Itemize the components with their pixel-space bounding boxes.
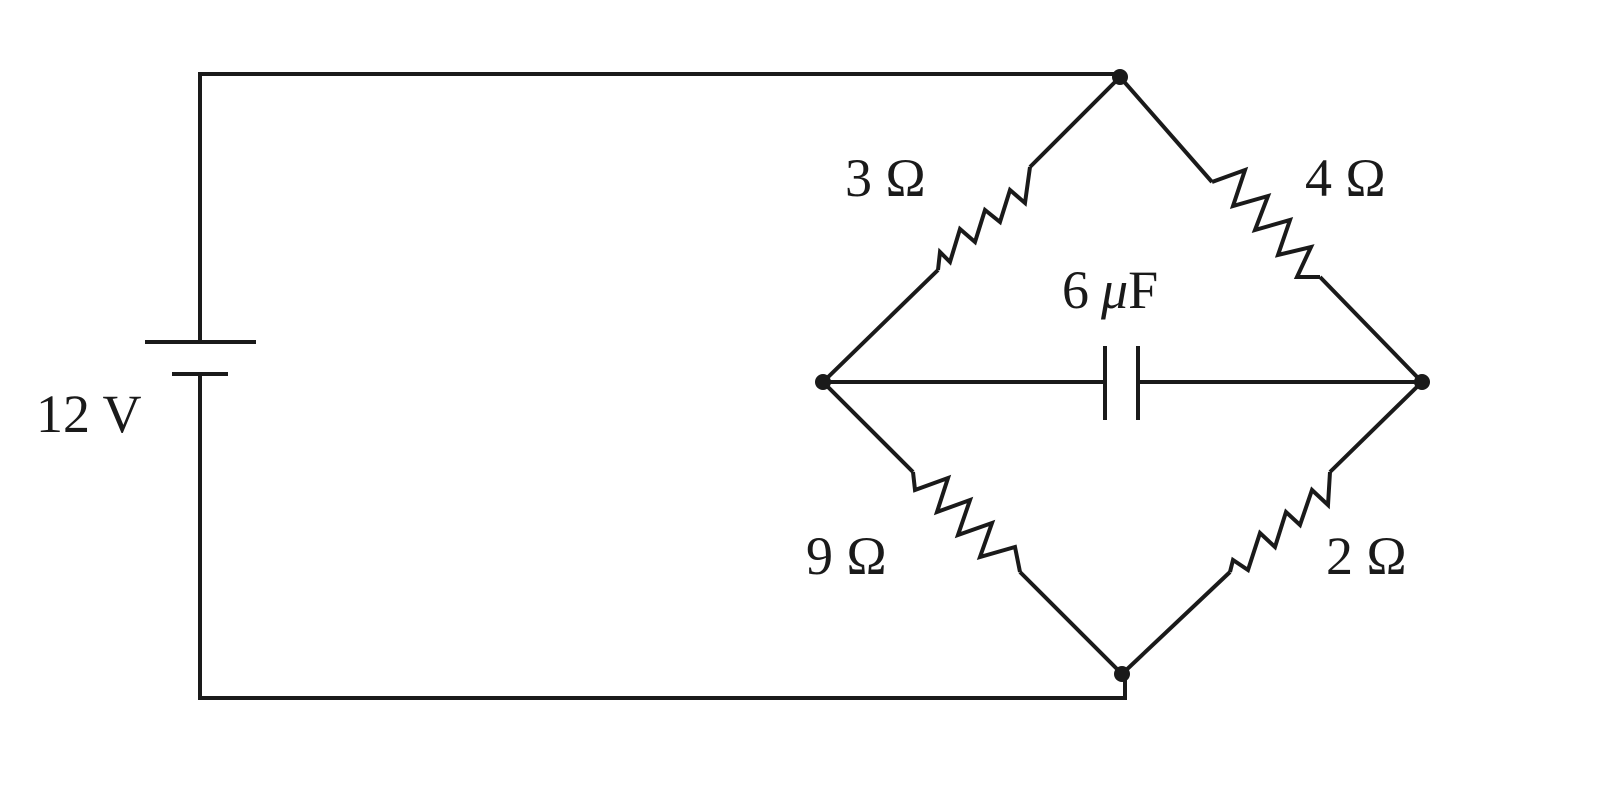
capacitor-value: 6 xyxy=(1062,260,1089,320)
resistor-3-ohm xyxy=(821,75,1122,384)
node-top xyxy=(1112,69,1128,85)
resistor-4-ohm xyxy=(1118,75,1424,384)
resistor-4-ohm-label: 4 Ω xyxy=(1305,148,1386,208)
node-bottom xyxy=(1114,666,1130,682)
resistor-2-ohm-label: 2 Ω xyxy=(1326,526,1407,586)
wire-battery-bottom xyxy=(198,374,1127,700)
battery-label: 12 V xyxy=(36,384,142,444)
resistor-9-ohm-label: 9 Ω xyxy=(806,526,887,586)
wire-battery-top xyxy=(198,72,1120,342)
wire-bottom-left-lower xyxy=(1018,570,1124,676)
wire-top-right-lower xyxy=(1318,275,1424,384)
wire-top-left-lower xyxy=(821,268,940,384)
resistor-4-ohm-zigzag xyxy=(1211,166,1320,279)
resistor-3-ohm-label: 3 Ω xyxy=(845,148,926,208)
resistor-3-ohm-zigzag xyxy=(936,166,1032,271)
resistor-2-ohm-zigzag xyxy=(1228,471,1332,574)
capacitor-unit-prefix: μ xyxy=(1100,260,1128,320)
resistor-9-ohm xyxy=(821,380,1124,676)
resistor-2-ohm xyxy=(1120,380,1424,676)
capacitor-unit: F xyxy=(1128,260,1158,320)
wire-top-left-upper xyxy=(1028,75,1122,169)
wire-top-right-upper xyxy=(1118,75,1214,184)
capacitor-6uF xyxy=(823,346,1422,420)
wire-bottom-right-upper xyxy=(1328,380,1424,474)
wire-bottom-right-lower xyxy=(1120,570,1232,676)
resistor-9-ohm-zigzag xyxy=(911,471,1022,573)
node-left xyxy=(815,374,831,390)
wire-bottom-left-upper xyxy=(821,380,915,474)
node-right xyxy=(1414,374,1430,390)
battery xyxy=(145,340,256,376)
